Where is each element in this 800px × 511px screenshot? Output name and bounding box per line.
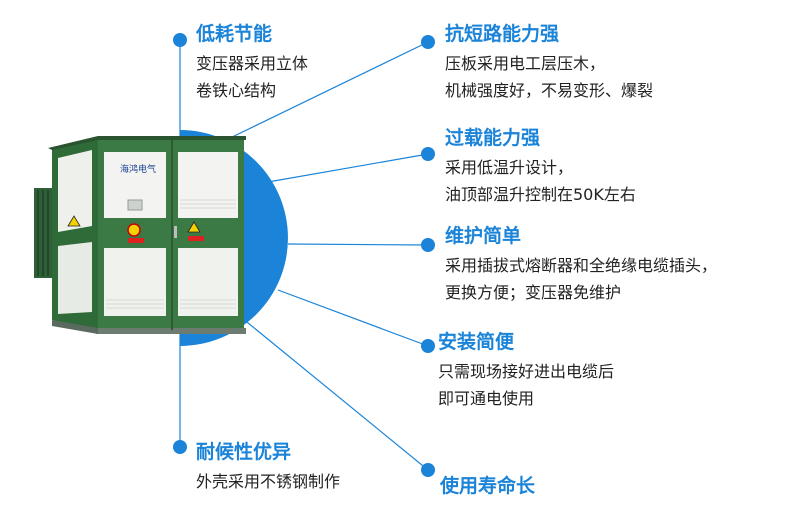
connector-dot [421, 463, 435, 477]
feature-maintenance: 维护简单 采用插拔式熔断器和全绝缘电缆插头， 更换方便；变压器免维护 [445, 224, 717, 306]
feature-title: 维护简单 [445, 225, 522, 247]
feature-short-circuit: 抗短路能力强 压板采用电工层压木， 机械强度好，不易变形、爆裂 [445, 22, 653, 104]
feature-title: 耐候性优异 [196, 441, 292, 463]
connector-dot [421, 238, 435, 252]
connector-dot [421, 147, 435, 161]
feature-title: 过载能力强 [445, 127, 541, 149]
radial-connector-lines [225, 41, 429, 471]
feature-desc-line: 只需现场接好进出电缆后 [438, 362, 615, 381]
feature-desc-line: 即可通电使用 [438, 389, 535, 408]
feature-lifespan: 使用寿命长 [440, 474, 535, 498]
feature-title: 使用寿命长 [440, 475, 536, 497]
feature-weather: 耐候性优异 外壳采用不锈钢制作 [196, 440, 340, 495]
feature-desc-line: 采用插拔式熔断器和全绝缘电缆插头， [445, 256, 718, 275]
connector-dot [173, 440, 187, 454]
brand-label: 海鸿电气 [120, 163, 156, 175]
connector-dot [421, 35, 435, 49]
feature-install: 安装简便 只需现场接好进出电缆后 即可通电使用 [438, 330, 614, 412]
feature-title: 安装简便 [438, 331, 515, 353]
feature-desc-line: 采用低温升设计， [445, 158, 574, 177]
feature-desc-line: 外壳采用不锈钢制作 [196, 472, 341, 491]
connector-dot [421, 339, 435, 353]
transformer-cabinet-image [34, 136, 246, 334]
feature-desc-line: 压板采用电工层压木， [445, 54, 606, 73]
feature-desc-line: 油顶部温升控制在50K左右 [445, 185, 636, 204]
feature-desc-line: 卷铁心结构 [196, 81, 277, 100]
connector-dot [173, 33, 187, 47]
feature-desc-line: 变压器采用立体 [196, 54, 309, 73]
feature-overload: 过载能力强 采用低温升设计， 油顶部温升控制在50K左右 [445, 126, 636, 208]
feature-title: 低耗节能 [196, 23, 273, 45]
feature-title: 抗短路能力强 [445, 23, 560, 45]
feature-low-loss: 低耗节能 变压器采用立体 卷铁心结构 [196, 22, 308, 104]
feature-desc-line: 更换方便；变压器免维护 [445, 283, 622, 302]
feature-desc-line: 机械强度好，不易变形、爆裂 [445, 81, 654, 100]
